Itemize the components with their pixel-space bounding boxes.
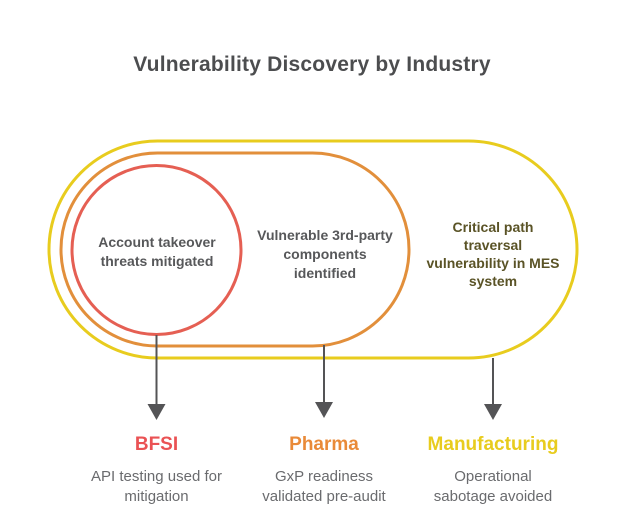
bfsi-ring-label-line: threats mitigated bbox=[100, 253, 214, 269]
industry-desc-pharma: GxP readiness validated pre-audit bbox=[239, 467, 409, 506]
industry-label-bfsi: BFSI bbox=[134, 434, 179, 455]
bfsi-ring-label-line: Account takeover bbox=[98, 234, 216, 250]
pharma-ring bbox=[59, 151, 411, 348]
pharma-ring-label: Vulnerable 3rd-party components identifi… bbox=[245, 226, 405, 283]
industry-desc-bfsi: API testing used for mitigation bbox=[71, 467, 242, 506]
manufacturing-ring-label-line: Critical path bbox=[452, 219, 534, 235]
pharma-ring-label-line: Vulnerable 3rd-party bbox=[257, 227, 393, 243]
manufacturing-ring-label-line: system bbox=[468, 273, 518, 289]
industry-desc-line: API testing used for bbox=[91, 468, 222, 485]
industry-desc-manufacturing: Operational sabotage avoided bbox=[408, 467, 578, 506]
pharma-ring-label-line: components bbox=[283, 246, 367, 262]
pharma-arrow-head bbox=[315, 402, 333, 418]
arrows-group bbox=[147, 335, 502, 420]
industry-desc-line: mitigation bbox=[124, 487, 189, 505]
industry-desc-line: GxP readiness bbox=[274, 468, 374, 485]
bfsi-ring bbox=[70, 164, 243, 336]
industry-desc-line: sabotage avoided bbox=[433, 487, 553, 505]
page-title: Vulnerability Discovery by Industry bbox=[133, 53, 491, 76]
manufacturing-ring-label-line: vulnerability in MES bbox=[426, 255, 560, 271]
industry-label-manufacturing: Manufacturing bbox=[427, 434, 559, 455]
manufacturing-ring bbox=[47, 139, 579, 360]
industry-desc-line: validated pre-audit bbox=[262, 487, 386, 505]
industry-label-pharma: Pharma bbox=[289, 434, 359, 455]
bfsi-arrow-head bbox=[147, 404, 166, 420]
industry-desc-line: Operational bbox=[454, 468, 532, 485]
manufacturing-arrow-head bbox=[484, 404, 502, 420]
manufacturing-ring-label: Critical path traversal vulnerability in… bbox=[403, 218, 583, 290]
pharma-ring-label-line: identified bbox=[293, 265, 357, 281]
manufacturing-ring-label-line: traversal bbox=[463, 237, 523, 253]
bfsi-ring-label: Account takeover threats mitigated bbox=[77, 233, 237, 271]
